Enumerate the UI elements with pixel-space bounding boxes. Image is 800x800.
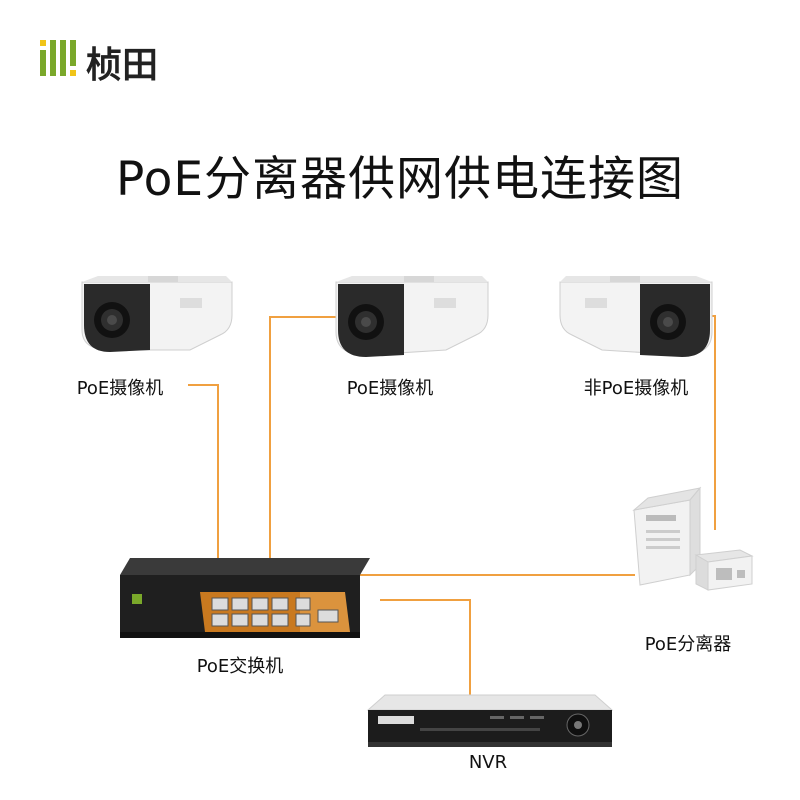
nvr-label: NVR bbox=[468, 752, 508, 773]
brand-logo: 桢田 bbox=[38, 34, 198, 86]
brand-name: 桢田 bbox=[86, 45, 159, 86]
poe-switch-icon bbox=[120, 558, 370, 638]
camera1-icon bbox=[81, 276, 233, 352]
poe-splitter-icon bbox=[632, 486, 754, 591]
camera3-icon bbox=[559, 276, 713, 357]
camera1-label: PoE摄像机 bbox=[76, 378, 164, 399]
switch-label: PoE交换机 bbox=[196, 656, 284, 677]
nvr-icon bbox=[366, 694, 614, 747]
splitter-label: PoE分离器 bbox=[644, 634, 732, 655]
brand-logo-icon bbox=[40, 40, 76, 76]
camera2-icon bbox=[335, 276, 489, 357]
page-title: PoE分离器供网供电连接图 bbox=[115, 152, 685, 207]
cable-camera2-switch bbox=[269, 316, 345, 560]
cable-camera1-switch bbox=[188, 384, 219, 560]
camera3-label: 非PoE摄像机 bbox=[583, 378, 689, 399]
cable-switch-nvr bbox=[380, 599, 471, 700]
camera2-label: PoE摄像机 bbox=[346, 378, 434, 399]
